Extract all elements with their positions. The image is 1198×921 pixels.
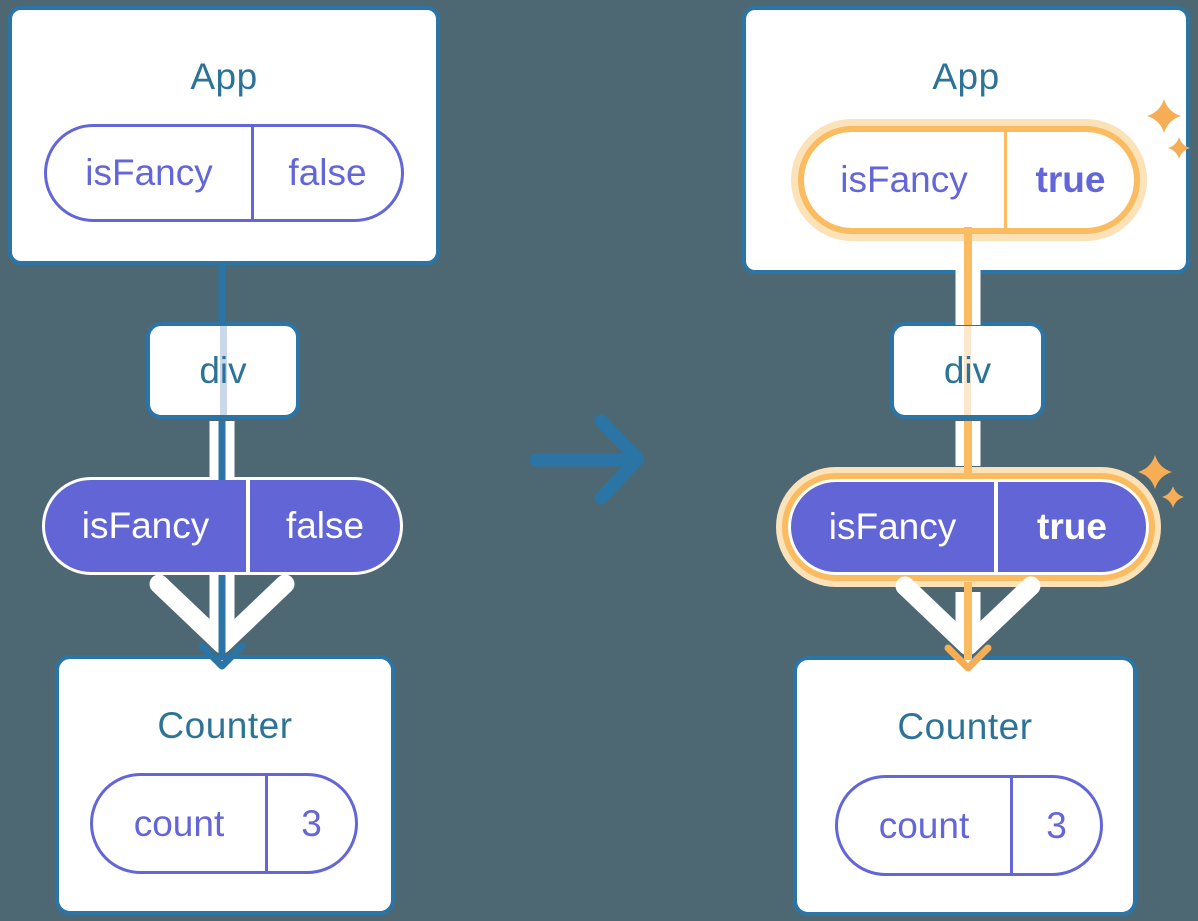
left-pipe-pill-to-counter <box>149 574 295 670</box>
prop-key-label: isFancy <box>828 506 957 547</box>
right-prop-pill-highlighted: isFancy true <box>788 479 1149 575</box>
state-value-label: 3 <box>1046 804 1067 846</box>
left-app-title: App <box>190 56 258 97</box>
right-div-label: div <box>943 349 992 391</box>
right-app-state-pill-highlighted: isFancy true <box>798 126 1140 234</box>
state-key-label: isFancy <box>840 159 968 200</box>
right-counter-title: Counter <box>897 706 1033 747</box>
state-value-label: 3 <box>301 802 322 844</box>
right-div-node: div <box>890 322 1045 419</box>
state-value-label: false <box>288 152 367 193</box>
prop-key-label: isFancy <box>81 505 210 546</box>
prop-value-label: true <box>1037 506 1107 547</box>
right-arrow-icon <box>529 414 645 505</box>
white-arrowhead <box>149 574 295 654</box>
pill-divider <box>994 482 998 572</box>
right-counter-state-pill: count 3 <box>835 775 1103 876</box>
pill-divider <box>251 127 254 219</box>
left-div-label: div <box>199 349 247 391</box>
left-app-state-pill: isFancy false <box>44 124 404 222</box>
left-counter-state-pill: count 3 <box>90 773 358 874</box>
right-app-card: App isFancy true <box>742 6 1190 274</box>
left-app-card: App isFancy false <box>8 6 440 265</box>
state-key-label: isFancy <box>85 152 213 193</box>
left-prop-pill: isFancy false <box>42 477 403 575</box>
white-arrowhead <box>895 576 1041 656</box>
right-counter-card: Counter count 3 <box>793 656 1137 916</box>
prop-value-label: false <box>285 505 365 546</box>
pill-divider <box>1010 778 1013 873</box>
ghost-edge-line <box>964 326 971 415</box>
ghost-edge-line <box>219 326 227 415</box>
left-counter-title: Counter <box>157 705 293 746</box>
left-counter-card: Counter count 3 <box>55 655 395 915</box>
pill-divider <box>246 480 250 572</box>
pill-divider <box>265 776 268 871</box>
left-div-node: div <box>146 322 300 419</box>
right-app-title: App <box>932 56 1000 97</box>
pill-divider <box>1004 132 1007 228</box>
sparkles-icon <box>1138 455 1184 508</box>
state-value-label: true <box>1035 159 1106 200</box>
state-key-label: count <box>133 802 225 844</box>
state-key-label: count <box>878 804 970 846</box>
